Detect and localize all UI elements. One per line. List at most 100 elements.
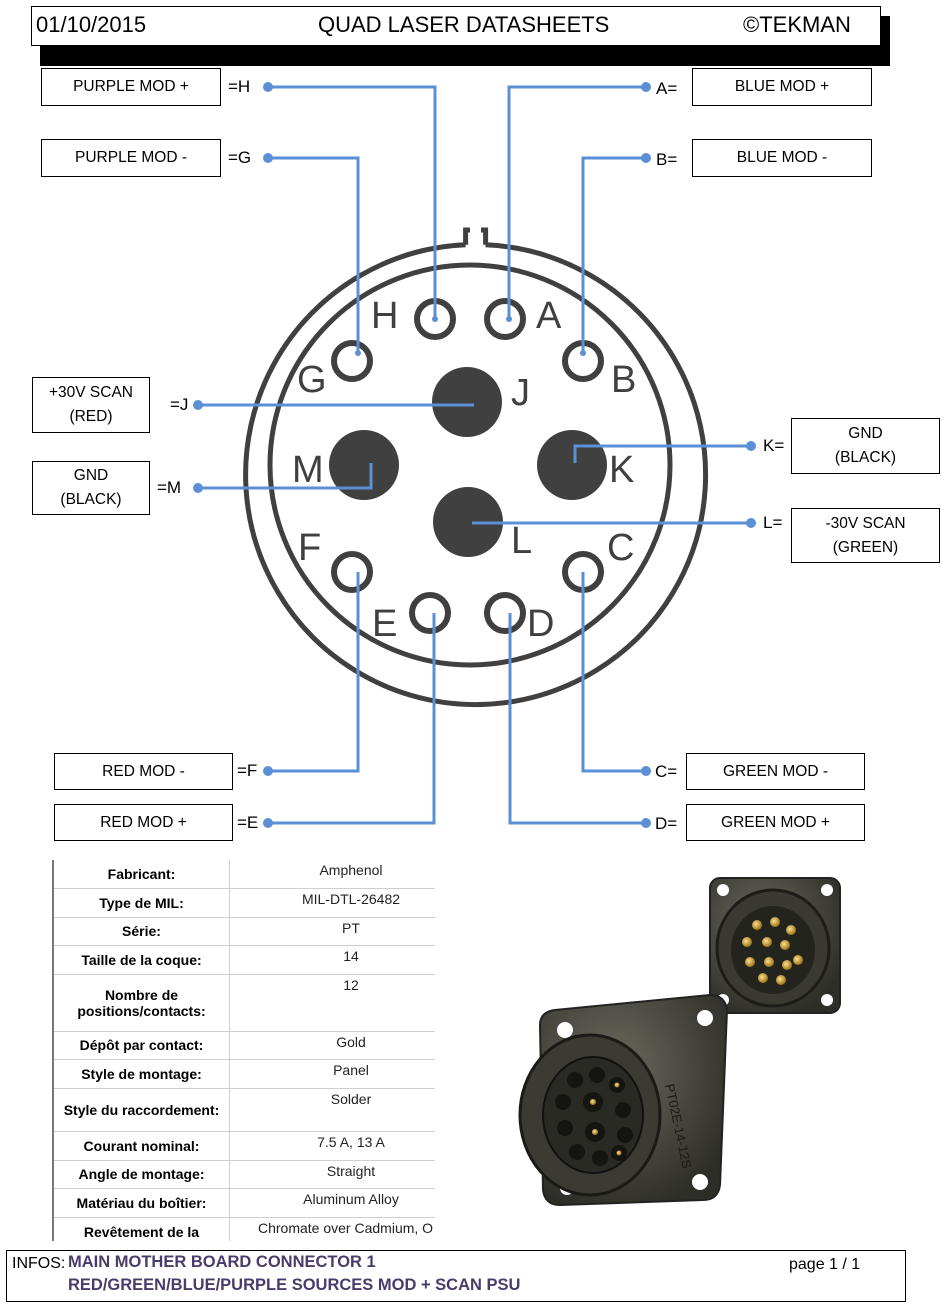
wire-end-dot bbox=[263, 153, 273, 163]
connector-shell-key-left bbox=[463, 227, 470, 245]
spec-value: 14 bbox=[229, 945, 435, 975]
wire-end-dot bbox=[263, 818, 273, 828]
connector-photo: PT02E-14-12S bbox=[518, 877, 841, 1207]
contact-wire-dot bbox=[432, 316, 438, 322]
signal-label-f: RED MOD - bbox=[54, 753, 233, 790]
footer-info-box: INFOS: MAIN MOTHER BOARD CONNECTOR 1 RED… bbox=[6, 1250, 906, 1302]
pin-letter-e: E bbox=[372, 603, 397, 645]
signal-label-d: GREEN MOD + bbox=[686, 804, 865, 841]
pin-letter-f: F bbox=[298, 527, 321, 569]
table-row: Matériau du boîtier:Aluminum Alloy bbox=[52, 1188, 435, 1218]
contact-m bbox=[329, 430, 399, 500]
pin-letter-c: C bbox=[607, 527, 634, 569]
pin-letter-k: K bbox=[609, 449, 634, 491]
spec-value: Solder bbox=[229, 1088, 435, 1132]
table-row: Style du raccordement:Solder bbox=[52, 1088, 435, 1132]
signal-label-e: RED MOD + bbox=[54, 804, 233, 841]
contact-a bbox=[484, 298, 526, 340]
pin-letter-a: A bbox=[536, 295, 562, 337]
wire-k bbox=[573, 444, 751, 463]
pin-tag-g: =G bbox=[228, 148, 252, 167]
spec-key: Fabricant: bbox=[52, 860, 230, 889]
contact-l bbox=[433, 487, 503, 557]
pin-tag-a: A= bbox=[656, 79, 678, 98]
spec-key: Taille de la coque: bbox=[52, 945, 230, 975]
spec-value: 12 bbox=[229, 974, 435, 1032]
spec-key: Style du raccordement: bbox=[52, 1088, 230, 1132]
spec-key: Nombre de positions/contacts: bbox=[52, 974, 230, 1032]
spec-key: Type de MIL: bbox=[52, 888, 230, 918]
table-row: Type de MIL:MIL-DTL-26482 bbox=[52, 888, 435, 918]
table-row: Série:PT bbox=[52, 917, 435, 946]
header-date: 01/10/2015 bbox=[36, 12, 147, 37]
wire-f bbox=[268, 572, 360, 773]
pin-letter-h: H bbox=[371, 295, 398, 337]
wire-end-dot bbox=[193, 400, 203, 410]
pin-letter-j: J bbox=[511, 372, 530, 414]
wire-end-dot bbox=[641, 82, 651, 92]
spec-table-container: Fabricant:Amphenol Type de MIL:MIL-DTL-2… bbox=[52, 860, 435, 1241]
wire-end-dot bbox=[641, 818, 651, 828]
wire-b bbox=[581, 156, 646, 353]
contact-g bbox=[331, 340, 373, 382]
signal-label-c: GREEN MOD - bbox=[686, 753, 865, 790]
pin-tag-j: =J bbox=[170, 395, 189, 414]
spec-key: Revêtement de la bbox=[52, 1217, 230, 1241]
spec-key: Série: bbox=[52, 917, 230, 946]
spec-value: Panel bbox=[229, 1059, 435, 1089]
wire-end-dot bbox=[746, 518, 756, 528]
wire-a bbox=[507, 85, 646, 319]
connector-photo-front: PT02E-14-12S bbox=[518, 993, 729, 1207]
wire-end-dot bbox=[641, 153, 651, 163]
spec-value: 7.5 A, 13 A bbox=[229, 1131, 435, 1161]
connector-shell-key-right bbox=[481, 227, 489, 245]
connector-outer-shell bbox=[243, 242, 709, 707]
pin-tag-b: B= bbox=[656, 150, 678, 169]
contact-e bbox=[409, 592, 451, 634]
wire-c bbox=[581, 572, 646, 773]
footer-infos-tag: INFOS: bbox=[12, 1255, 66, 1272]
pin-tag-c: C= bbox=[655, 762, 678, 781]
footer-line-2: RED/GREEN/BLUE/PURPLE SOURCES MOD + SCAN… bbox=[68, 1276, 521, 1294]
table-row: Courant nominal:7.5 A, 13 A bbox=[52, 1131, 435, 1161]
wire-m bbox=[198, 463, 373, 490]
spec-value: Amphenol bbox=[229, 860, 435, 889]
pin-tag-e: =E bbox=[237, 813, 259, 832]
pin-letter-g: G bbox=[297, 359, 327, 401]
pin-tag-d: D= bbox=[655, 814, 678, 833]
pin-letter-l: L bbox=[511, 520, 532, 562]
wire-end-dot bbox=[263, 766, 273, 776]
header-bar: 01/10/2015 QUAD LASER DATASHEETS ©TEKMAN bbox=[31, 6, 881, 46]
spec-value: MIL-DTL-26482 bbox=[229, 888, 435, 918]
pin-tag-k: K= bbox=[763, 436, 785, 455]
spec-key: Dépôt par contact: bbox=[52, 1031, 230, 1060]
contact-wire-dot bbox=[580, 350, 586, 356]
wire-end-dot bbox=[746, 441, 756, 451]
spec-key: Matériau du boîtier: bbox=[52, 1188, 230, 1218]
wire-d bbox=[508, 613, 646, 825]
signal-label-l: -30V SCAN (GREEN) bbox=[791, 508, 940, 563]
spec-value: Straight bbox=[229, 1160, 435, 1189]
wire-h bbox=[268, 85, 437, 319]
contact-wire-dot bbox=[355, 350, 361, 356]
table-row: Fabricant:Amphenol bbox=[52, 860, 435, 889]
spec-value: Gold bbox=[229, 1031, 435, 1060]
pin-tag-l: L= bbox=[763, 513, 783, 532]
signal-label-k: GND (BLACK) bbox=[791, 418, 940, 474]
signal-label-g: PURPLE MOD - bbox=[41, 139, 221, 177]
signal-label-m: GND (BLACK) bbox=[32, 461, 150, 515]
table-row: Dépôt par contact:Gold bbox=[52, 1031, 435, 1060]
signal-label-b: BLUE MOD - bbox=[692, 139, 872, 177]
spec-key: Courant nominal: bbox=[52, 1131, 230, 1161]
spec-value: PT bbox=[229, 917, 435, 946]
footer-page-number: page 1 / 1 bbox=[789, 1256, 861, 1273]
wire-end-dot bbox=[641, 766, 651, 776]
spec-value: Chromate over Cadmium, O bbox=[229, 1217, 435, 1241]
contact-f bbox=[331, 551, 373, 593]
wire-e bbox=[268, 613, 436, 825]
contact-j bbox=[432, 367, 502, 437]
pin-tag-h: =H bbox=[228, 77, 251, 96]
connector-photo-rear bbox=[709, 877, 841, 1014]
table-row: Style de montage:Panel bbox=[52, 1059, 435, 1089]
pin-tag-m: =M bbox=[157, 478, 182, 497]
